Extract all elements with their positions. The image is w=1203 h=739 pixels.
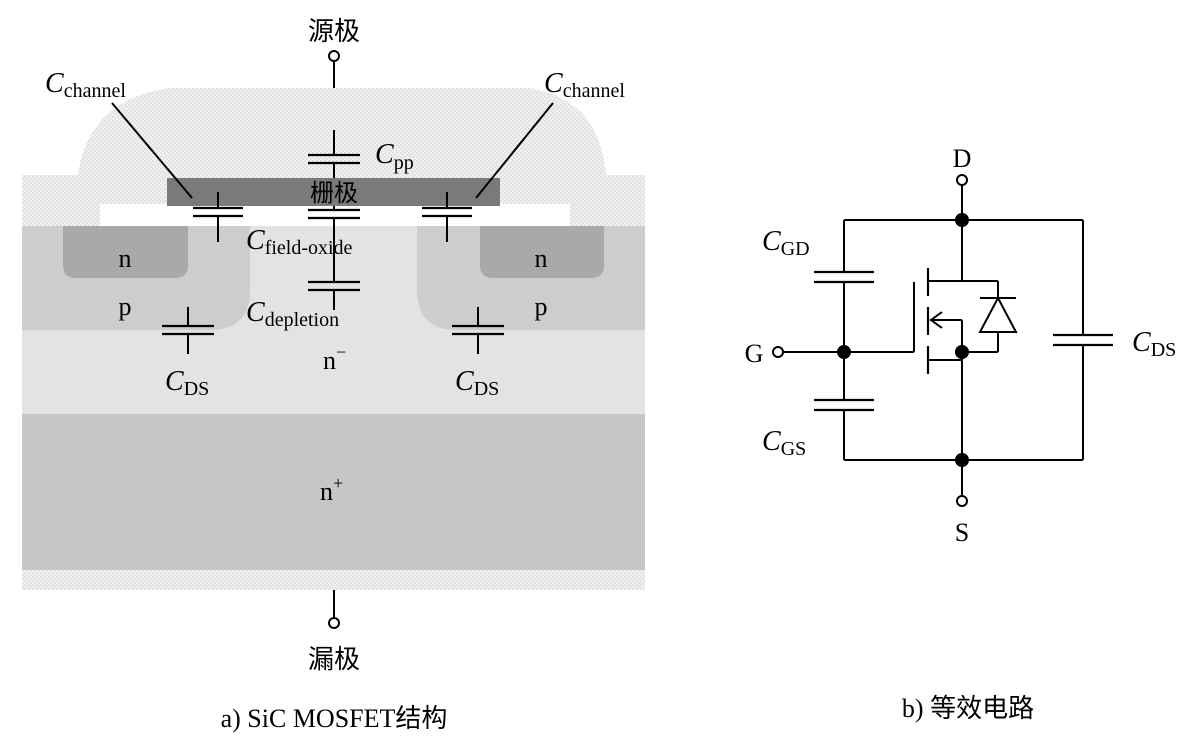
n-source-right bbox=[480, 226, 604, 278]
body-arrow-icon bbox=[929, 311, 943, 329]
cfield-oxide-capacitor bbox=[308, 208, 360, 220]
mosfet-structure: 栅极 源极 漏极 bbox=[22, 17, 645, 733]
cgd-capacitor bbox=[814, 270, 874, 284]
cpp-capacitor bbox=[308, 153, 360, 165]
cgs-capacitor bbox=[814, 398, 874, 412]
junction-gate bbox=[837, 345, 851, 359]
n-right-label: n bbox=[535, 244, 548, 273]
circuit-gate-terminal bbox=[772, 346, 784, 358]
mosfet-symbol bbox=[926, 220, 1018, 460]
cchannel-left-capacitor bbox=[193, 192, 243, 242]
cds-capacitor bbox=[1053, 333, 1113, 347]
p-right-label: p bbox=[535, 292, 548, 321]
cds-left-capacitor bbox=[162, 307, 214, 354]
body-diode-icon bbox=[978, 295, 1018, 333]
structure-caption: a) SiC MOSFET结构 bbox=[221, 704, 448, 733]
source-terminal-label: S bbox=[955, 518, 969, 547]
n-minus-label: n− bbox=[323, 342, 346, 375]
circuit-source-terminal bbox=[956, 495, 968, 507]
n-plus-region bbox=[22, 414, 645, 570]
circuit-drain-terminal bbox=[956, 174, 968, 186]
cfield-oxide-label: Cfield-oxide bbox=[246, 225, 353, 259]
cdepletion-capacitor bbox=[308, 280, 360, 292]
drain-terminal bbox=[328, 617, 340, 629]
cgd-label: CGD bbox=[762, 226, 810, 260]
cchannel-left-leader bbox=[111, 102, 193, 199]
drain-label: 漏极 bbox=[308, 645, 360, 674]
drain-metal bbox=[22, 570, 645, 590]
equivalent-circuit: D G bbox=[745, 144, 1177, 723]
cds-left-label: CDS bbox=[165, 366, 209, 400]
p-left-label: p bbox=[119, 292, 132, 321]
gate-label: 栅极 bbox=[310, 180, 358, 207]
gate-electrode bbox=[167, 178, 500, 206]
cchannel-right-capacitor bbox=[422, 192, 472, 242]
cgs-label: CGS bbox=[762, 426, 806, 460]
n-plus-label: n+ bbox=[320, 473, 343, 506]
source-terminal bbox=[328, 50, 340, 62]
cdepletion-label: Cdepletion bbox=[246, 297, 339, 331]
source-label: 源极 bbox=[308, 17, 360, 46]
cds-right-capacitor bbox=[452, 307, 504, 354]
cchannel-right-leader bbox=[475, 102, 554, 199]
drain-terminal-label: D bbox=[953, 144, 972, 173]
n-left-label: n bbox=[119, 244, 132, 273]
cds-circuit-label: CDS bbox=[1132, 327, 1176, 361]
cchannel-left-label: Cchannel bbox=[45, 68, 126, 102]
junction-top bbox=[955, 213, 969, 227]
circuit-caption: b) 等效电路 bbox=[902, 694, 1034, 723]
n-source-left bbox=[63, 226, 188, 278]
cds-right-label: CDS bbox=[455, 366, 499, 400]
junction-source bbox=[955, 345, 969, 359]
cchannel-right-label: Cchannel bbox=[544, 68, 625, 102]
cpp-label: Cpp bbox=[375, 139, 414, 174]
gate-terminal-label: G bbox=[745, 339, 764, 368]
